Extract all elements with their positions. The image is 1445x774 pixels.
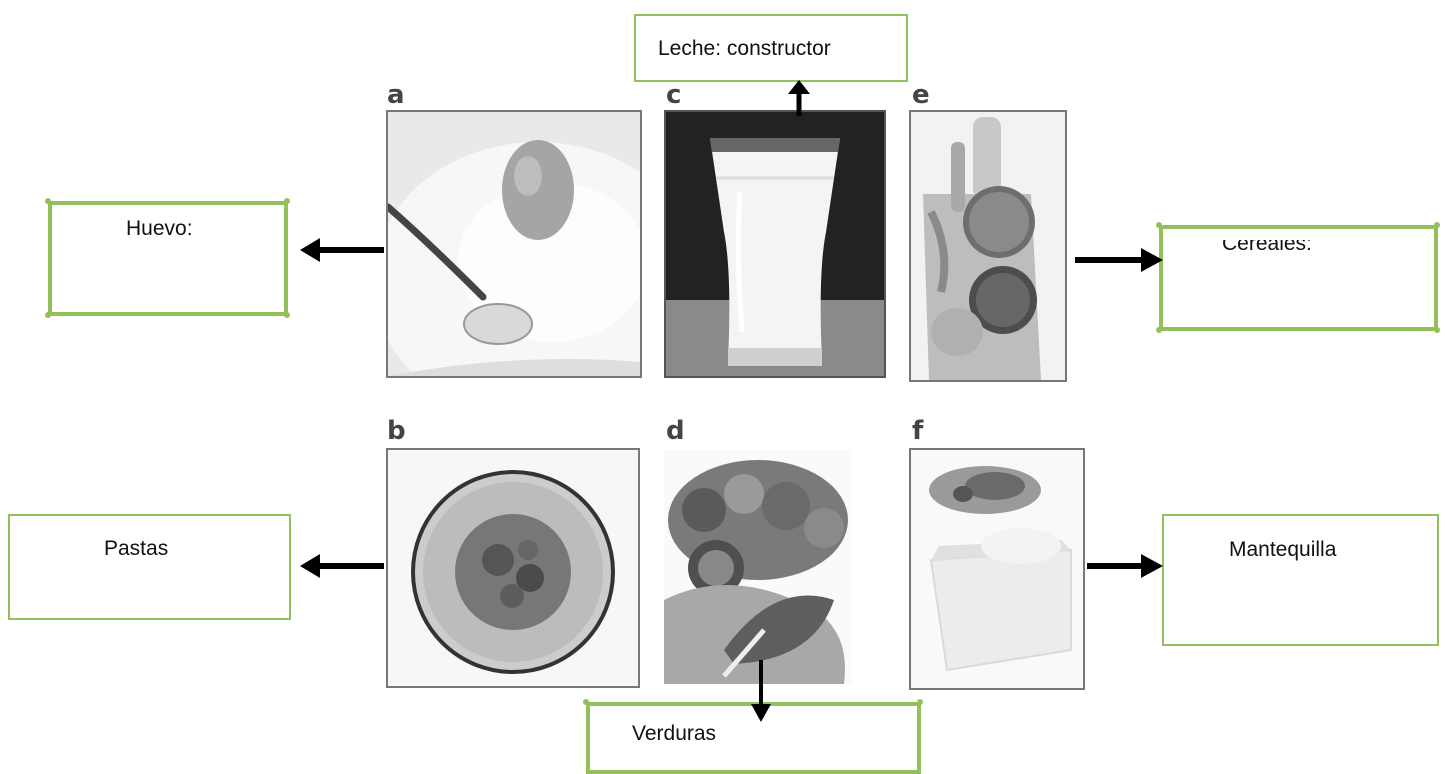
arrow-to-leche	[784, 78, 814, 118]
arrow-to-huevo	[296, 236, 386, 264]
arrow-to-verduras	[746, 658, 776, 726]
arrow-to-pastas	[296, 552, 386, 580]
label-box-pastas	[8, 514, 291, 620]
photo-butter	[909, 448, 1085, 690]
panel-letter-d: d	[666, 418, 685, 444]
photo-pasta	[386, 448, 640, 688]
label-huevo: Huevo:	[126, 217, 193, 241]
label-mantequilla: Mantequilla	[1229, 538, 1336, 562]
arrow-to-cereales	[1073, 245, 1165, 275]
photo-egg	[386, 110, 642, 378]
photo-vegetables	[664, 450, 852, 684]
label-pastas: Pastas	[104, 537, 168, 561]
photo-milk	[664, 110, 886, 378]
panel-letter-a: a	[387, 82, 405, 108]
label-leche: Leche: constructor	[658, 37, 831, 61]
panel-letter-b: b	[387, 418, 406, 444]
label-verduras: Verduras	[632, 722, 716, 746]
label-box-mantequilla	[1162, 514, 1439, 646]
panel-letter-f: f	[912, 418, 923, 444]
photo-cereals	[909, 110, 1067, 382]
panel-letter-e: e	[912, 82, 930, 108]
panel-letter-c: c	[666, 82, 681, 108]
arrow-to-mantequilla	[1085, 552, 1165, 580]
